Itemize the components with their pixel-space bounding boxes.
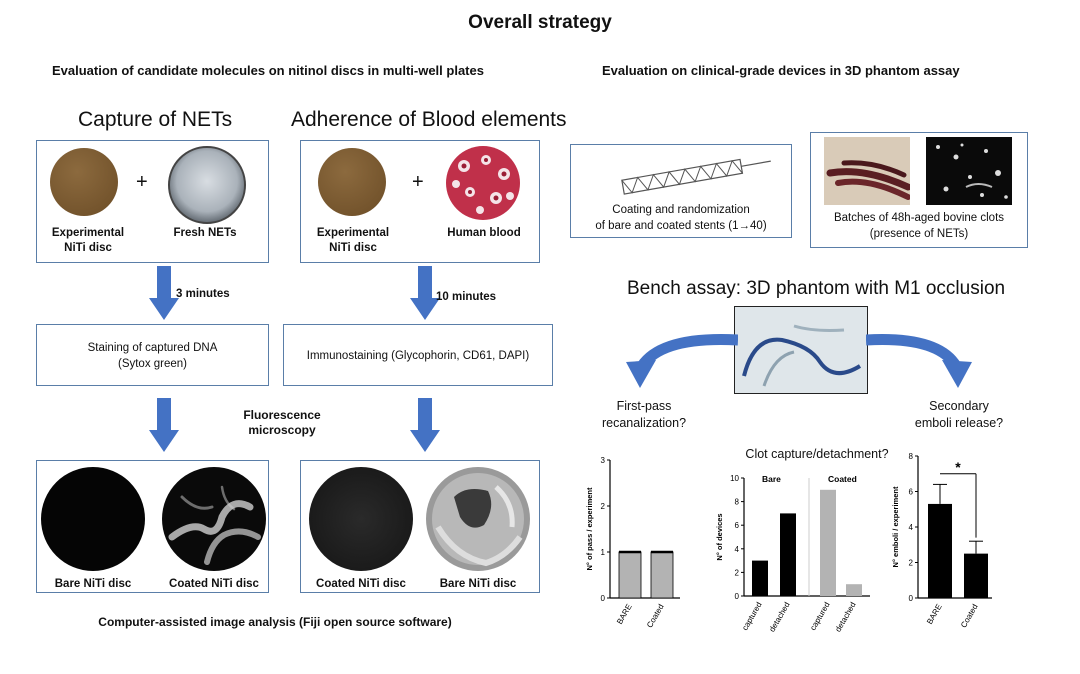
coated-blood-disc-image <box>309 467 413 571</box>
stent-image <box>621 158 771 195</box>
nets-fluorescence-image <box>926 137 1012 205</box>
x-tick-label: captured <box>740 601 763 632</box>
fresh-nets-image <box>168 146 246 224</box>
human-blood-image <box>446 146 520 220</box>
x-tick-label: BARE <box>615 603 634 626</box>
nets-arrow-2 <box>149 398 179 452</box>
niti-disc-image <box>318 148 386 216</box>
stents-box <box>570 144 792 238</box>
x-tick-label: BARE <box>925 603 944 626</box>
y-tick-label: 3 <box>601 456 606 465</box>
left-heading: Evaluation of candidate molecules on nit… <box>52 63 484 78</box>
plus-sign: + <box>412 171 424 193</box>
bar <box>780 513 796 596</box>
bar <box>752 560 768 596</box>
clots-caption: Batches of 48h-aged bovine clots (presen… <box>833 212 1005 240</box>
blood-arrow-2 <box>410 398 440 452</box>
x-tick-label: captured <box>808 601 831 632</box>
y-axis-label: N° of pass / experiment <box>585 487 594 571</box>
blood-stain-box <box>283 324 553 386</box>
curved-arrow-left <box>626 334 738 388</box>
right-heading: Evaluation on clinical-grade devices in … <box>602 63 960 78</box>
blood-result-a-label: Coated NiTi disc <box>316 578 406 590</box>
blood-result-b-label: Bare NiTi disc <box>439 578 517 590</box>
nets-stain-text: Staining of captured DNA (Sytox green) <box>87 342 218 370</box>
nets-stain-box <box>36 324 269 386</box>
y-tick-label: 0 <box>909 594 914 603</box>
group-label-coated: Coated <box>828 474 857 484</box>
x-tick-label: detached <box>833 601 857 634</box>
bar <box>964 553 988 598</box>
blood-arrow-1 <box>410 266 440 320</box>
y-tick-label: 1 <box>601 548 606 557</box>
blood-stain-text: Immunostaining (Glycophorin, CD61, DAPI) <box>306 350 530 362</box>
blood-heading: Adherence of Blood elements <box>291 108 567 131</box>
bare-disc-image <box>41 467 145 571</box>
question-first-pass: First-pass recanalization? <box>601 399 687 430</box>
analysis-text: Computer-assisted image analysis (Fiji o… <box>98 615 452 629</box>
phantom-photo <box>734 306 868 394</box>
fresh-nets-label: Fresh NETs <box>173 227 237 239</box>
bar <box>650 551 674 599</box>
bar <box>846 584 862 596</box>
bar <box>820 489 836 596</box>
page-title: Overall strategy <box>468 12 612 33</box>
y-axis-label: N° emboli / experiment <box>891 486 900 567</box>
y-tick-label: 6 <box>909 488 914 497</box>
nets-disc-label: Experimental NiTi disc <box>51 227 125 254</box>
y-tick-label: 4 <box>909 523 914 532</box>
x-tick-label: Coated <box>959 603 980 630</box>
nets-time: 3 minutes <box>176 288 230 300</box>
x-tick-label: detached <box>767 601 791 634</box>
coated-disc-image <box>162 467 266 571</box>
blood-time: 10 minutes <box>436 291 497 303</box>
bare-blood-disc-image <box>426 467 530 571</box>
question-emboli: Secondary emboli release? <box>914 399 1004 430</box>
bar <box>928 503 952 598</box>
human-blood-label: Human blood <box>447 227 521 239</box>
bench-heading: Bench assay: 3D phantom with M1 occlusio… <box>627 278 1006 299</box>
y-tick-label: 4 <box>735 545 740 554</box>
plus-sign: + <box>136 171 148 193</box>
y-tick-label: 0 <box>735 592 740 601</box>
nets-heading: Capture of NETs <box>78 108 233 131</box>
stents-caption: Coating and randomization of bare and co… <box>595 204 767 232</box>
y-tick-label: 6 <box>735 521 740 530</box>
nets-result-a-label: Bare NiTi disc <box>54 578 132 590</box>
significance-star: * <box>955 459 961 475</box>
nets-arrow-1 <box>149 266 179 320</box>
clots-photo <box>824 137 910 205</box>
y-tick-label: 10 <box>730 474 739 483</box>
question-capture: Clot capture/detachment? <box>745 447 889 461</box>
y-tick-label: 0 <box>601 594 606 603</box>
curved-arrow-right <box>866 334 972 388</box>
y-tick-label: 8 <box>735 498 740 507</box>
y-tick-label: 2 <box>735 568 740 577</box>
niti-disc-image <box>50 148 118 216</box>
x-tick-label: Coated <box>645 603 666 630</box>
blood-disc-label: Experimental NiTi disc <box>316 227 390 254</box>
y-axis-label: N° of devices <box>715 513 724 560</box>
y-tick-label: 2 <box>601 502 606 511</box>
y-tick-label: 2 <box>909 559 914 568</box>
y-tick-label: 8 <box>909 452 914 461</box>
bar <box>618 551 642 599</box>
microscopy-label: Fluorescence microscopy <box>243 408 321 437</box>
nets-result-b-label: Coated NiTi disc <box>169 578 259 590</box>
group-label-bare: Bare <box>762 474 781 484</box>
